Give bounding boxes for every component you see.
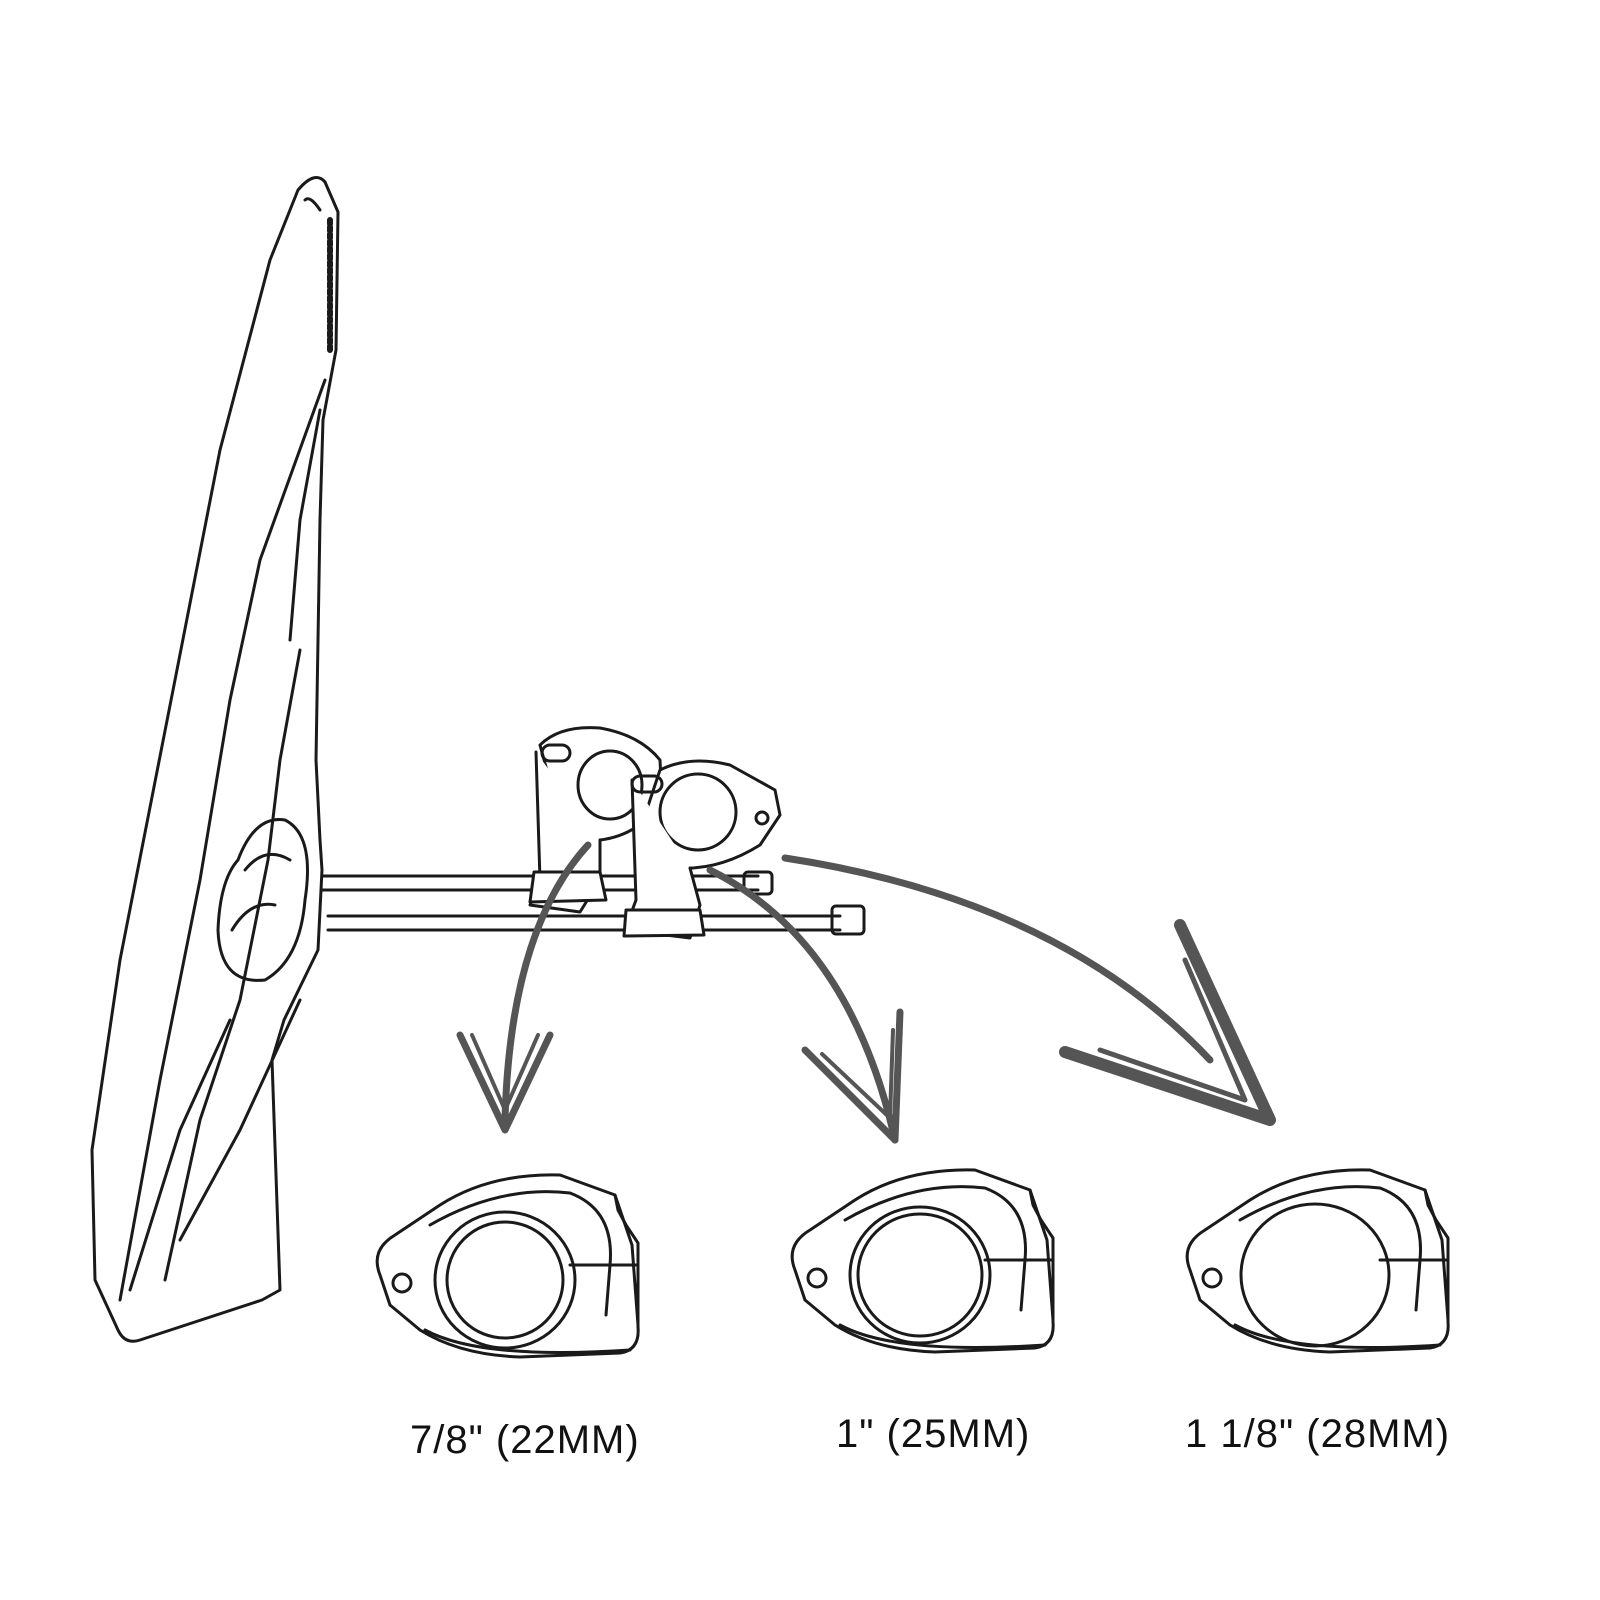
size-label-22mm: 7/8" (22MM) xyxy=(410,1418,640,1462)
size-label-28mm: 1 1/8" (28MM) xyxy=(1185,1412,1451,1456)
clamp-28mm xyxy=(1185,1168,1450,1354)
arrow-to-22mm xyxy=(501,841,592,1124)
arrows xyxy=(456,841,1276,1144)
clamp-25mm xyxy=(790,1168,1055,1354)
size-label-25mm: 1" (25MM) xyxy=(836,1412,1031,1456)
installed-clamp-rear xyxy=(528,726,664,914)
installed-clamp-front xyxy=(622,759,782,940)
mirror xyxy=(90,176,340,1343)
clamp-22mm xyxy=(375,1173,640,1359)
arrow-to-25mm xyxy=(706,866,899,1144)
arrow-to-28mm xyxy=(781,854,1214,1064)
